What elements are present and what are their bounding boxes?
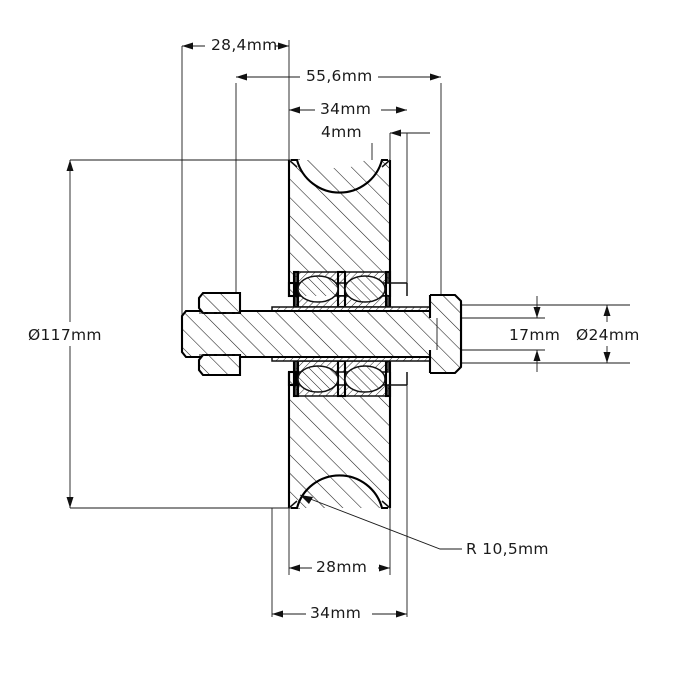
dimension-label-55-6mm: 55,6mm <box>306 67 373 85</box>
dimension-label-28-4mm: 28,4mm <box>211 36 278 54</box>
dimension-117mm: Ø117mm <box>24 160 118 508</box>
dimension-55-6mm: 55,6mm <box>236 65 441 87</box>
pulley-body-lower <box>287 372 392 517</box>
dimension-label-34mm-top: 34mm <box>320 100 371 118</box>
dimension-label-117mm: Ø117mm <box>28 326 102 344</box>
dimension-24mm: Ø24mm <box>572 305 662 363</box>
extension-lines <box>70 40 630 617</box>
nut-left-lower <box>197 353 242 377</box>
dimension-label-r10-5mm: R 10,5mm <box>466 540 549 558</box>
dimension-label-17mm: 17mm <box>509 326 560 344</box>
dimension-label-24mm: Ø24mm <box>576 326 640 344</box>
nut-left-upper <box>197 291 242 315</box>
bearing-upper <box>287 270 408 309</box>
radius-callout-r10-5mm: R 10,5mm <box>299 494 549 558</box>
dimension-28mm: 28mm <box>289 556 390 578</box>
bearing-lower <box>287 359 408 398</box>
dimension-28-4mm: 28,4mm <box>182 34 289 56</box>
dimension-label-28mm: 28mm <box>316 558 367 576</box>
dimension-4mm: 4mm <box>318 121 430 143</box>
dimension-34mm-bottom: 34mm <box>272 602 407 624</box>
dimension-17mm: 17mm <box>505 296 567 372</box>
dimension-label-34mm-bottom: 34mm <box>310 604 361 622</box>
dimension-34mm-top: 34mm <box>289 98 407 120</box>
bolt-head-right <box>428 293 463 375</box>
dimension-label-4mm: 4mm <box>321 123 362 141</box>
nut-thread-lines <box>199 312 240 356</box>
